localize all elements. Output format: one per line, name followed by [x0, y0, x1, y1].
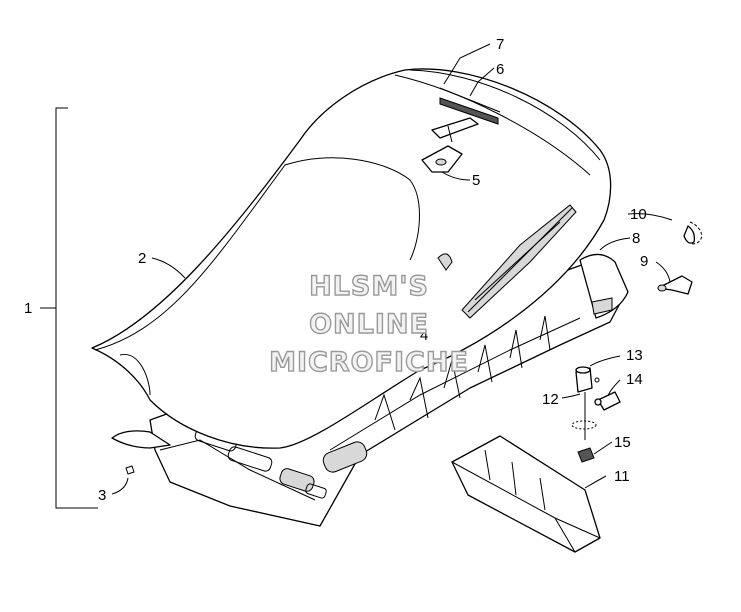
- callout-6: 6: [496, 61, 504, 78]
- callout-15: 15: [614, 434, 631, 451]
- callout-1: 1: [24, 300, 32, 317]
- seat-side-graphic: [461, 204, 577, 319]
- callout-13: 13: [626, 347, 643, 364]
- leader-lines: [111, 43, 673, 495]
- callout-11: 11: [614, 468, 630, 485]
- fastener-stack: [571, 366, 621, 463]
- watermark-line-2: ONLINE: [309, 309, 429, 340]
- rear-decal: [439, 87, 501, 125]
- callout-10: 10: [630, 206, 647, 223]
- callout-7: 7: [496, 36, 504, 53]
- rear-clip: [657, 275, 693, 295]
- watermark: HLSM'S ONLINE MICROFICHE: [268, 270, 469, 378]
- callout-2: 2: [138, 250, 146, 267]
- callout-3: 3: [98, 487, 106, 504]
- latch-bracket: [431, 117, 479, 143]
- watermark-line-1: HLSM'S: [309, 271, 429, 302]
- callout-14: 14: [626, 371, 643, 388]
- callout-labels: 1 2 3 4 5 6 7 8 9 10 11 12 13 14 15: [24, 36, 648, 504]
- retaining-ring: [683, 221, 703, 245]
- foam-block: [451, 435, 601, 553]
- callout-12: 12: [542, 391, 559, 408]
- assembly-bracket: [40, 107, 98, 509]
- rear-trim: [579, 253, 629, 319]
- screw-clip: [125, 465, 135, 475]
- latch-pad: [421, 145, 463, 173]
- watermark-line-3: MICROFICHE: [269, 347, 469, 378]
- seat-cover: [91, 68, 612, 449]
- callout-8: 8: [632, 230, 640, 247]
- callout-4: 4: [420, 327, 428, 344]
- callout-5: 5: [472, 172, 480, 189]
- callout-9: 9: [640, 253, 648, 270]
